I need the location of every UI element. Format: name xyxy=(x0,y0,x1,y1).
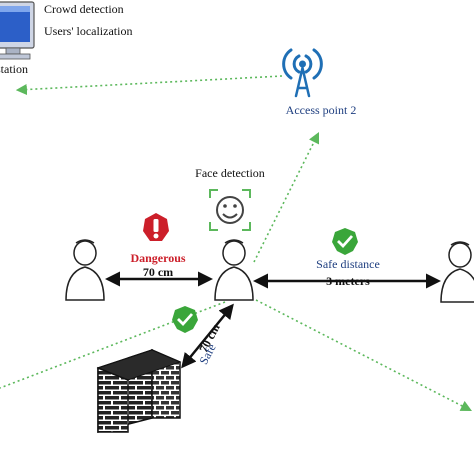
right-distance-value: 3 meters xyxy=(326,274,370,288)
wall-distance-arrow xyxy=(181,303,234,369)
smiley-face-icon xyxy=(209,189,251,231)
person-icon xyxy=(65,239,105,301)
feature-crowd-detection: Crowd detection xyxy=(44,2,124,16)
dangerous-status: Dangerous xyxy=(130,251,185,265)
access-point-label: Access point 2 xyxy=(286,103,357,117)
person-icon xyxy=(214,239,254,301)
exclamation-icon xyxy=(143,213,169,241)
desktop-computer-icon xyxy=(0,1,35,60)
left-distance-value: 70 cm xyxy=(143,265,173,279)
person-icon xyxy=(440,241,474,303)
brick-wall-icon xyxy=(96,348,182,433)
feature-users-localization: Users' localization xyxy=(44,24,132,38)
link-person-to-ap xyxy=(253,131,320,263)
link-ap-to-station xyxy=(15,75,283,96)
wifi-antenna-icon xyxy=(282,48,323,98)
link-person-to-right-edge xyxy=(255,299,472,412)
face-detection-label: Face detection xyxy=(195,166,265,180)
station-title: station xyxy=(0,62,28,76)
safe-distance-status: Safe distance xyxy=(316,257,380,271)
check-shield-icon xyxy=(332,228,358,255)
check-shield-icon xyxy=(172,306,198,333)
